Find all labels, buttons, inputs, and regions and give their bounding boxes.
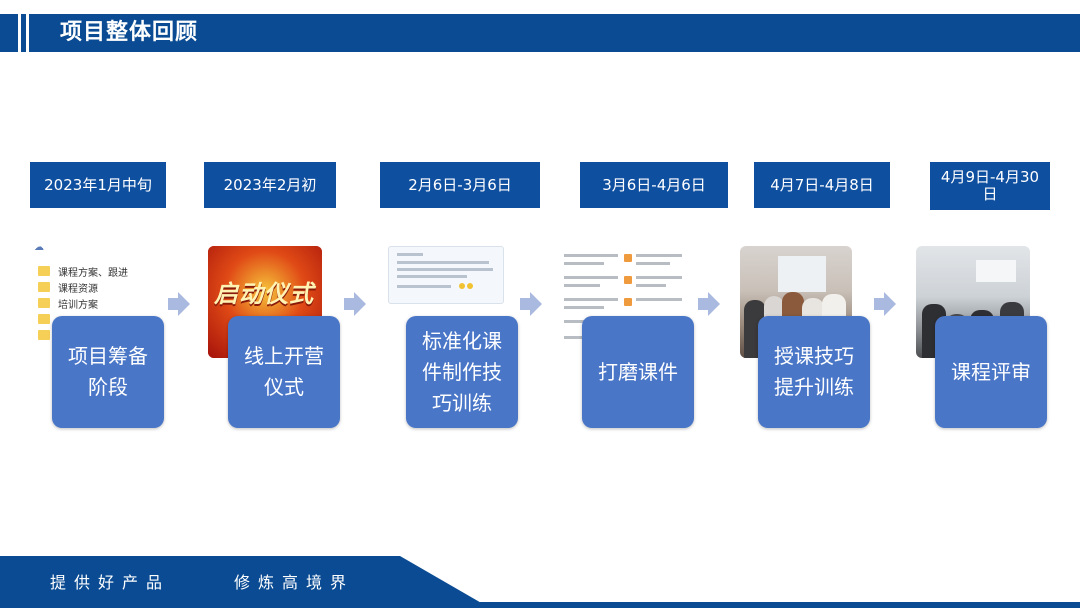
stage-label-6: 课程评审 [951, 359, 1031, 384]
folder-icon [38, 314, 50, 324]
date-label-2: 2023年2月初 [204, 162, 336, 208]
doc-line [397, 261, 489, 264]
chat-line [564, 284, 600, 287]
header-stripe [26, 14, 29, 52]
header-bar: 项目整体回顾 [0, 14, 1080, 52]
folder-row [38, 312, 58, 326]
footer-slogan-left: 提供好产品 [50, 573, 171, 592]
file-icon [624, 254, 632, 262]
launch-title: 启动仪式 [214, 280, 314, 308]
date-label-6-text: 4月9日-4月30日 [940, 168, 1040, 203]
date-label-1: 2023年1月中旬 [30, 162, 166, 208]
doc-line [397, 253, 423, 256]
doc-line [397, 275, 467, 278]
doc-line [397, 285, 451, 288]
projector-screen [778, 256, 826, 292]
chat-line [564, 276, 618, 279]
folder-row: 培训方案 [38, 296, 98, 311]
folder-label: 课程资源 [58, 283, 98, 295]
date-label-3: 2月6日-3月6日 [380, 162, 540, 208]
stage-box-6: 课程评审 [935, 316, 1047, 428]
projector-screen [976, 260, 1016, 282]
date-label-4: 3月6日-4月6日 [580, 162, 728, 208]
file-icon [624, 276, 632, 284]
doc-line [397, 268, 493, 271]
folder-icon [38, 330, 50, 340]
folder-label: 课程方案、跟进 [58, 267, 128, 279]
emoji-icon [459, 283, 465, 289]
stage-label-2: 线上开营仪式 [244, 344, 324, 399]
chat-line [636, 262, 670, 265]
emoji-icon [467, 283, 473, 289]
chat-line [636, 284, 666, 287]
chat-line [564, 254, 618, 257]
chat-line [636, 298, 682, 301]
document-thumbnail [388, 246, 504, 304]
folder-row: 课程方案、跟进 [38, 264, 128, 279]
stage-label-5: 授课技巧提升训练 [774, 344, 854, 399]
footer-light-area [400, 556, 1080, 608]
folder-icon [38, 282, 50, 292]
date-label-6: 4月9日-4月30日 [930, 162, 1050, 210]
chat-line [564, 306, 604, 309]
folder-row [38, 328, 58, 342]
stage-box-4: 打磨课件 [582, 316, 694, 428]
stage-box-1: 项目筹备阶段 [52, 316, 164, 428]
folder-row: 课程资源 [38, 280, 98, 295]
header-stripe [18, 14, 21, 52]
stage-label-3: 标准化课件制作技巧训练 [422, 328, 502, 415]
footer-line [480, 602, 1080, 608]
stage-box-5: 授课技巧提升训练 [758, 316, 870, 428]
app-logo-icon: ☁ [34, 246, 44, 253]
chat-line [636, 276, 682, 279]
page-title: 项目整体回顾 [60, 20, 199, 45]
folder-icon [38, 266, 50, 276]
folder-label: 培训方案 [58, 299, 98, 311]
date-label-5: 4月7日-4月8日 [754, 162, 890, 208]
stage-label-1: 项目筹备阶段 [68, 344, 148, 399]
stage-label-4: 打磨课件 [598, 359, 678, 384]
chat-line [564, 298, 618, 301]
footer-wedge [400, 556, 490, 608]
file-icon [624, 298, 632, 306]
chat-line [636, 254, 682, 257]
stage-box-3: 标准化课件制作技巧训练 [406, 316, 518, 428]
folder-icon [38, 298, 50, 308]
stage-box-2: 线上开营仪式 [228, 316, 340, 428]
chat-line [564, 262, 604, 265]
footer-slogan-right: 修炼高境界 [234, 573, 355, 592]
